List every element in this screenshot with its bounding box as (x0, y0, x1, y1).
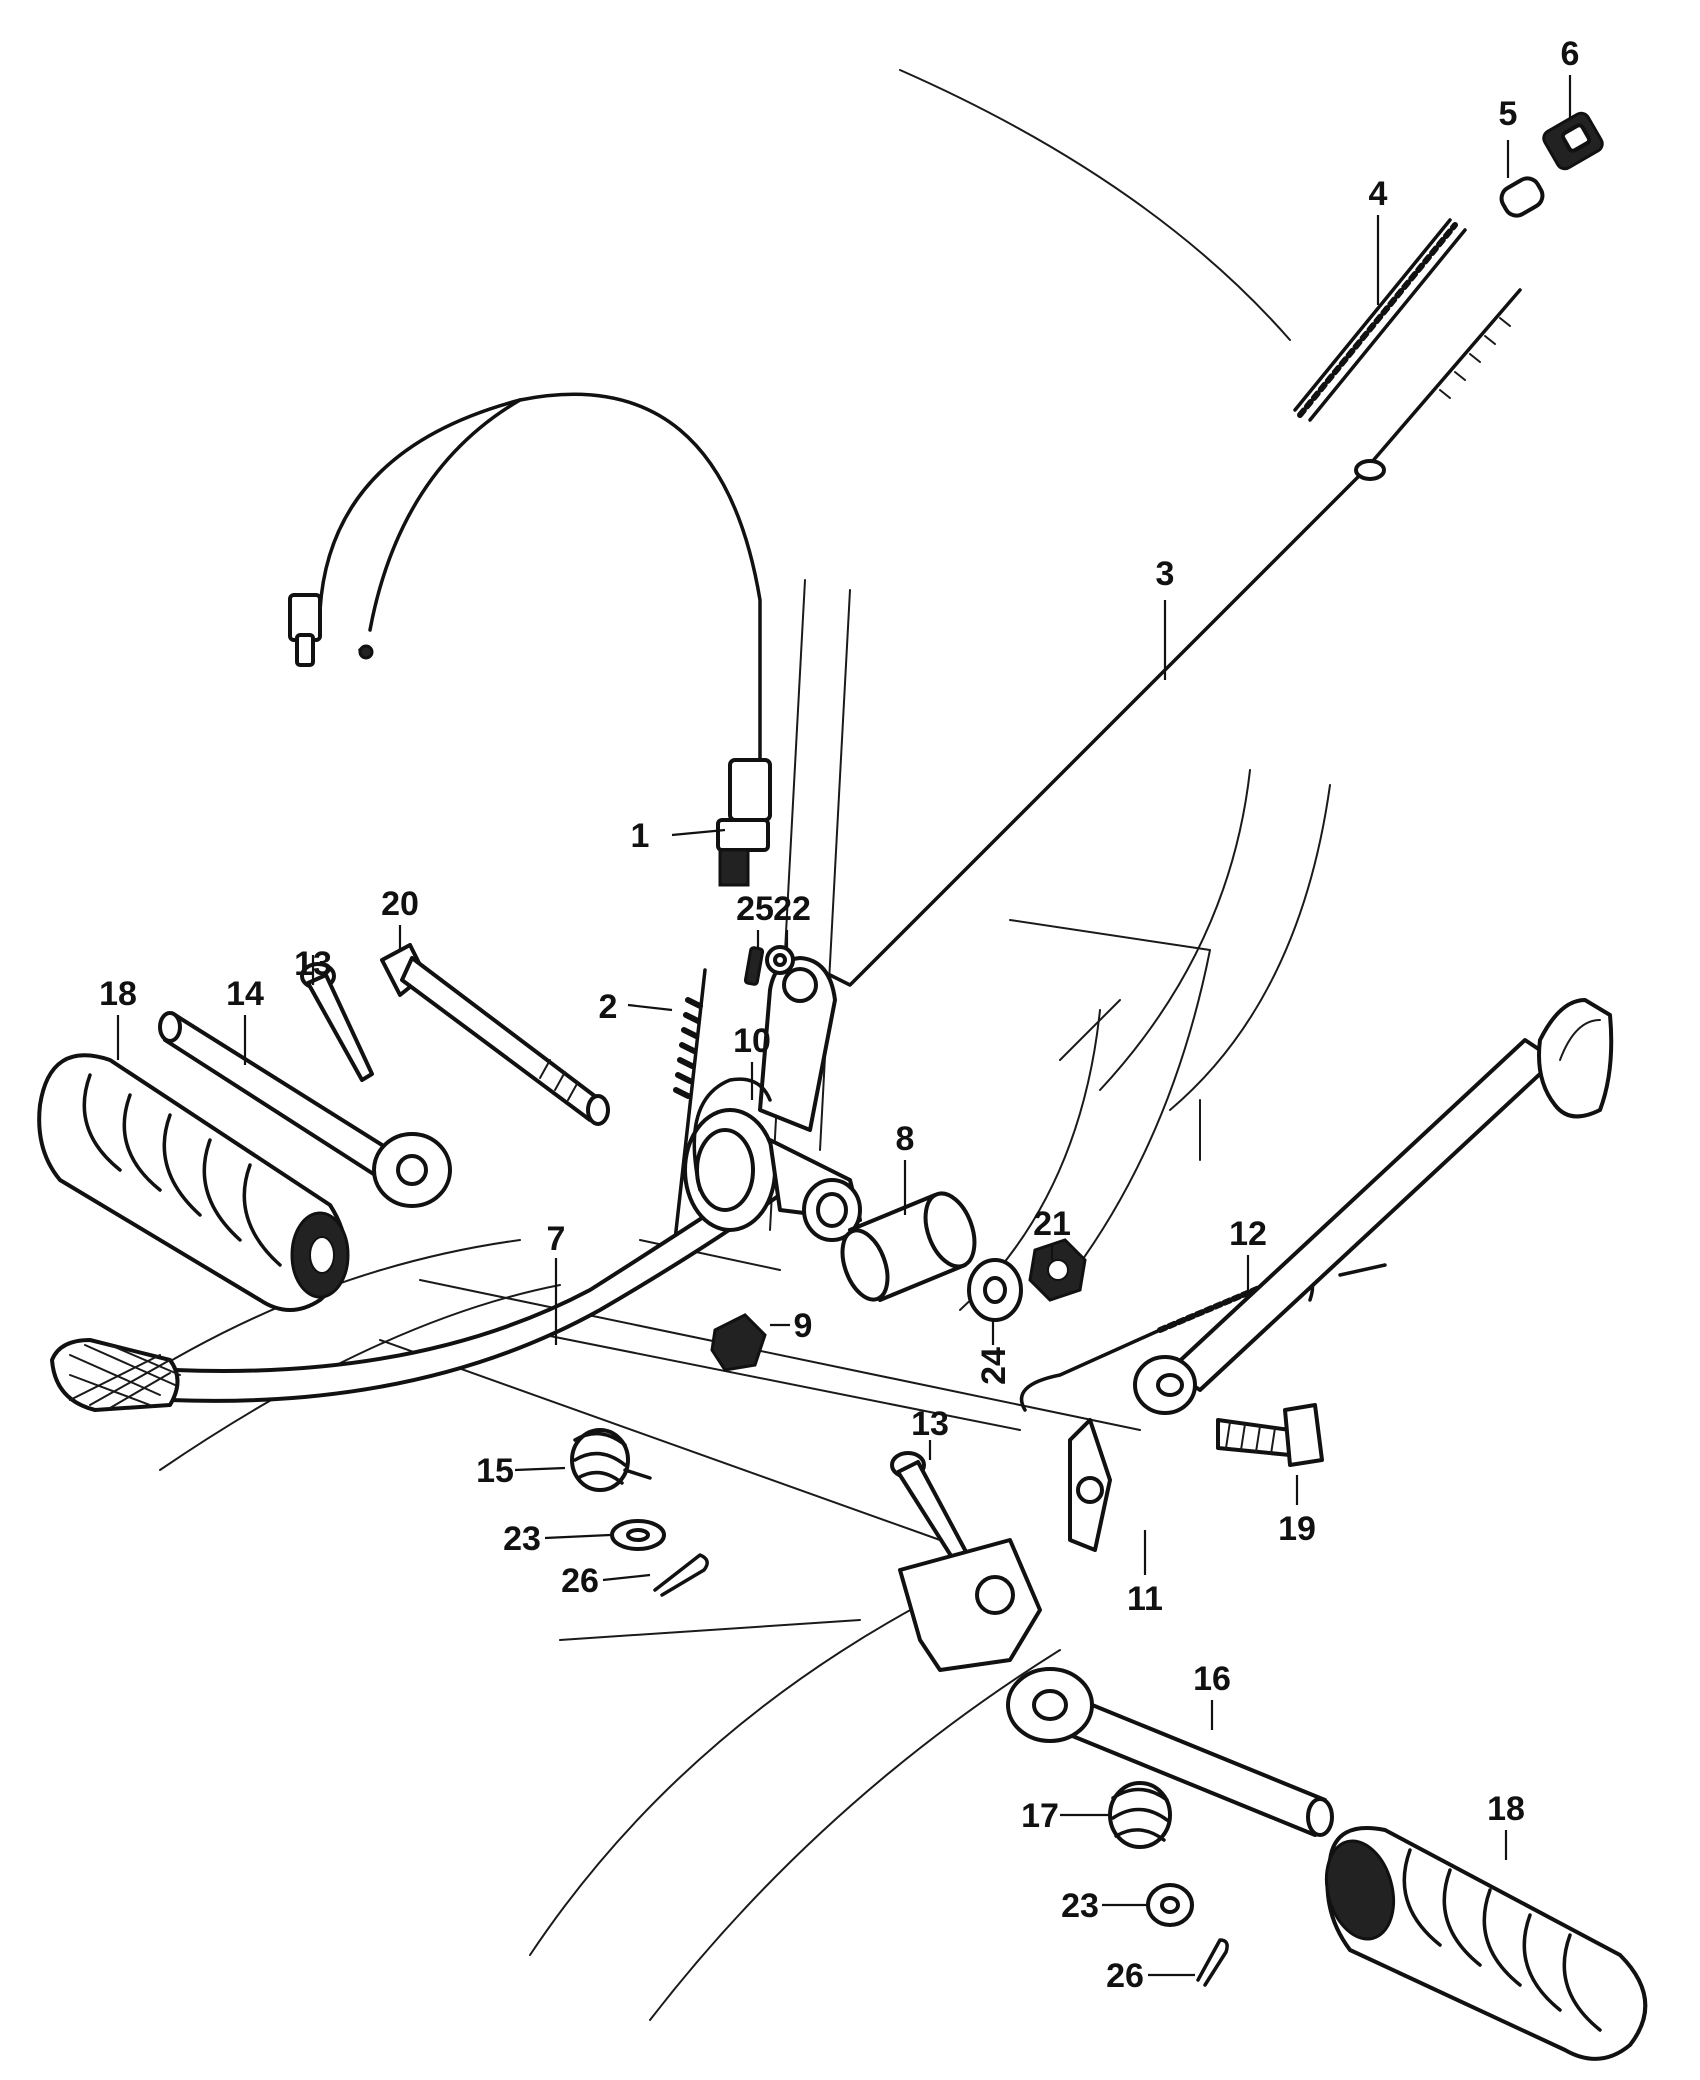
callout-7: 7 (547, 1220, 566, 1258)
pivot-collar (840, 1191, 977, 1302)
small-pin-and-washer (743, 945, 795, 986)
callout-26b: 26 (1106, 1957, 1144, 1995)
stand-bolt (1216, 1403, 1324, 1467)
callout-8: 8 (896, 1120, 915, 1158)
callout-15: 15 (476, 1452, 514, 1490)
frame-outline (99, 69, 1331, 2021)
footrest-spring (1108, 1781, 1172, 1849)
cotter-pin-upper (653, 1553, 709, 1597)
callout-13a: 13 (294, 945, 332, 983)
callout-23b: 23 (1061, 1887, 1099, 1925)
callout-19: 19 (1278, 1510, 1316, 1548)
callout-22: 22 (773, 890, 811, 928)
pivot-bolt (380, 943, 610, 1126)
callout-11: 11 (1127, 1580, 1163, 1618)
callout-21: 21 (1033, 1205, 1071, 1243)
washer-lower (1146, 1883, 1194, 1927)
callout-25: 25 (736, 890, 774, 928)
brake-pedal (50, 1158, 802, 1412)
callout-13b: 13 (911, 1405, 949, 1443)
side-stand (1133, 998, 1614, 1415)
adjusting-nut (1542, 111, 1604, 171)
callout-23a: 23 (503, 1520, 541, 1558)
return-spring-small (673, 968, 707, 1242)
rod-joint (1499, 176, 1545, 218)
brake-rod-spring (1293, 218, 1467, 422)
callout-labels: 1 2 3 4 5 6 7 8 9 10 11 12 13 13 14 15 1… (99, 35, 1579, 1995)
callout-24: 24 (975, 1347, 1013, 1385)
callout-6: 6 (1561, 35, 1580, 73)
callout-9: 9 (794, 1307, 813, 1345)
callout-3: 3 (1156, 555, 1175, 593)
callout-16: 16 (1193, 1660, 1231, 1698)
leader-lines (116, 75, 1572, 1977)
footrest-bar-right (1006, 1667, 1334, 1837)
callout-18b: 18 (1487, 1790, 1525, 1828)
callout-18a: 18 (99, 975, 137, 1013)
brake-rod (828, 288, 1522, 987)
callout-2: 2 (599, 988, 618, 1026)
brake-cable (288, 392, 772, 887)
footrest-bracket (898, 1418, 1112, 1672)
callout-26a: 26 (561, 1562, 599, 1600)
brake-pedal-arm (683, 956, 862, 1242)
callout-4: 4 (1369, 175, 1388, 213)
cotter-pin-lower (1196, 1938, 1229, 1987)
footrest-bar-left (158, 1011, 452, 1208)
callout-14: 14 (226, 975, 264, 1013)
washer (967, 1258, 1023, 1322)
footrest-rubber-right (1324, 1826, 1648, 2061)
pedal-return-spring (570, 1428, 652, 1492)
callout-5: 5 (1499, 95, 1518, 133)
cap-nut (710, 1313, 767, 1372)
callout-10: 10 (733, 1022, 771, 1060)
callout-1: 1 (631, 817, 650, 855)
pin-upper (300, 962, 374, 1082)
callout-20: 20 (381, 885, 419, 923)
footrest-rubber-left (37, 1053, 350, 1312)
callout-17: 17 (1021, 1797, 1059, 1835)
hex-nut (1028, 1238, 1087, 1302)
callout-12: 12 (1229, 1215, 1267, 1253)
washer-upper (610, 1519, 666, 1551)
